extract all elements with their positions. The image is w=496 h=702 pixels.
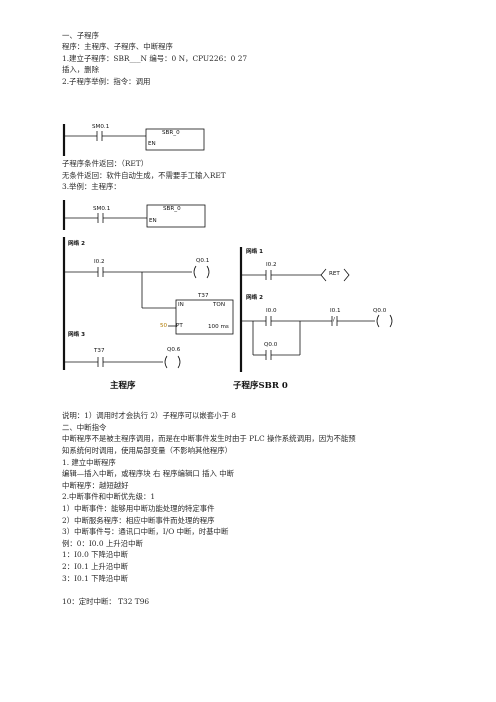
text-line: 中断程序：越短越好 xyxy=(62,481,129,490)
box-title: SBR_0 xyxy=(162,130,180,136)
fig2-main-program xyxy=(62,200,234,370)
text-line: 2.子程序举例：指令：调用 xyxy=(62,77,151,86)
contact-label: Q0.0 xyxy=(264,342,278,348)
text-line: 3）中断事件号：通讯口中断，I/O 中断，时基中断 xyxy=(62,527,229,536)
text-line: 3.举例：主程序： xyxy=(62,182,121,191)
text-line: 子程序条件返回：（RET） xyxy=(62,159,149,168)
ret-coil: RET xyxy=(329,271,340,277)
fig1-call-subroutine xyxy=(62,124,205,156)
timer-base: 100 ms xyxy=(208,324,229,330)
network-label: 网络 3 xyxy=(68,332,86,338)
text-line: 无条件返回：软件自动生成，不需要手工输入RET xyxy=(62,171,226,180)
contact-label: I0.1 xyxy=(330,308,341,314)
coil-label: Q0.1 xyxy=(196,258,210,264)
normally-closed-slash: / xyxy=(333,317,335,323)
box-title: SBR_0 xyxy=(163,206,181,212)
fig2-subroutine xyxy=(239,247,393,372)
contact-label: T37 xyxy=(94,348,105,354)
text-line: 例：0：I0.0 上升沿中断 xyxy=(62,539,143,548)
heading-interrupt: 二、中断指令 xyxy=(62,423,107,432)
text-line: 1. 建立中断程序 xyxy=(62,458,116,467)
heading-subroutine: 一、子程序 xyxy=(62,31,99,40)
network-label: 网络 2 xyxy=(246,295,264,301)
network-label: 网络 1 xyxy=(246,249,264,255)
text-line: 程序：主程序、子程序、中断程序 xyxy=(62,42,173,51)
text-line: 2：I0.1 上升沿中断 xyxy=(62,562,129,571)
text-line: 1）中断事件：能够用中断功能处理的特定事件 xyxy=(62,504,215,513)
text-line: 说明：1）调用时才会执行 2）子程序可以嵌套小于 8 xyxy=(62,411,237,420)
contact-label: SM0.1 xyxy=(93,206,111,212)
contact-label: I0.0 xyxy=(266,308,277,314)
coil-label: Q0.0 xyxy=(373,308,387,314)
subroutine-caption: 子程序SBR 0 xyxy=(233,381,288,391)
timer-pt: PT xyxy=(176,323,183,329)
timer-label: T37 xyxy=(198,293,209,299)
text-line: 3：I0.1 下降沿中断 xyxy=(62,574,129,583)
text-line: 中断程序不是被主程序调用，而是在中断事件发生时由于 PLC 操作系统调用，因为不… xyxy=(62,434,356,443)
contact-label: SM0.1 xyxy=(92,124,110,130)
timer-in: IN xyxy=(178,302,184,308)
contact-label: I0.2 xyxy=(94,259,105,265)
main-program-caption: 主程序 xyxy=(110,381,136,391)
text-line: 知系统何时调用，使用局部变量（不影响其他程序） xyxy=(62,446,232,455)
timer-type: TON xyxy=(213,302,226,308)
text-line: 1：I0.0 下降沿中断 xyxy=(62,550,129,559)
text-line: 插入，删除 xyxy=(62,65,99,74)
text-line: 2.中断事件和中断优先级：1 xyxy=(62,492,156,501)
box-en: EN xyxy=(148,141,156,147)
text-line: 2）中断服务程序：相应中断事件而处理的程序 xyxy=(62,516,215,525)
text-line: 1.建立子程序：SBR___N 编号：0 N，CPU226：0 27 xyxy=(62,54,248,63)
coil-label: Q0.6 xyxy=(167,347,181,353)
contact-label: I0.2 xyxy=(266,262,277,268)
text-line: 编辑—插入中断，或程序块 右 程序编辑口 插入 中断 xyxy=(62,469,234,478)
timer-pt-value: 50 xyxy=(160,323,168,329)
box-en: EN xyxy=(149,218,157,224)
network-label: 网络 2 xyxy=(68,241,86,247)
text-line: 10：定时中断： T32 T96 xyxy=(62,597,150,606)
